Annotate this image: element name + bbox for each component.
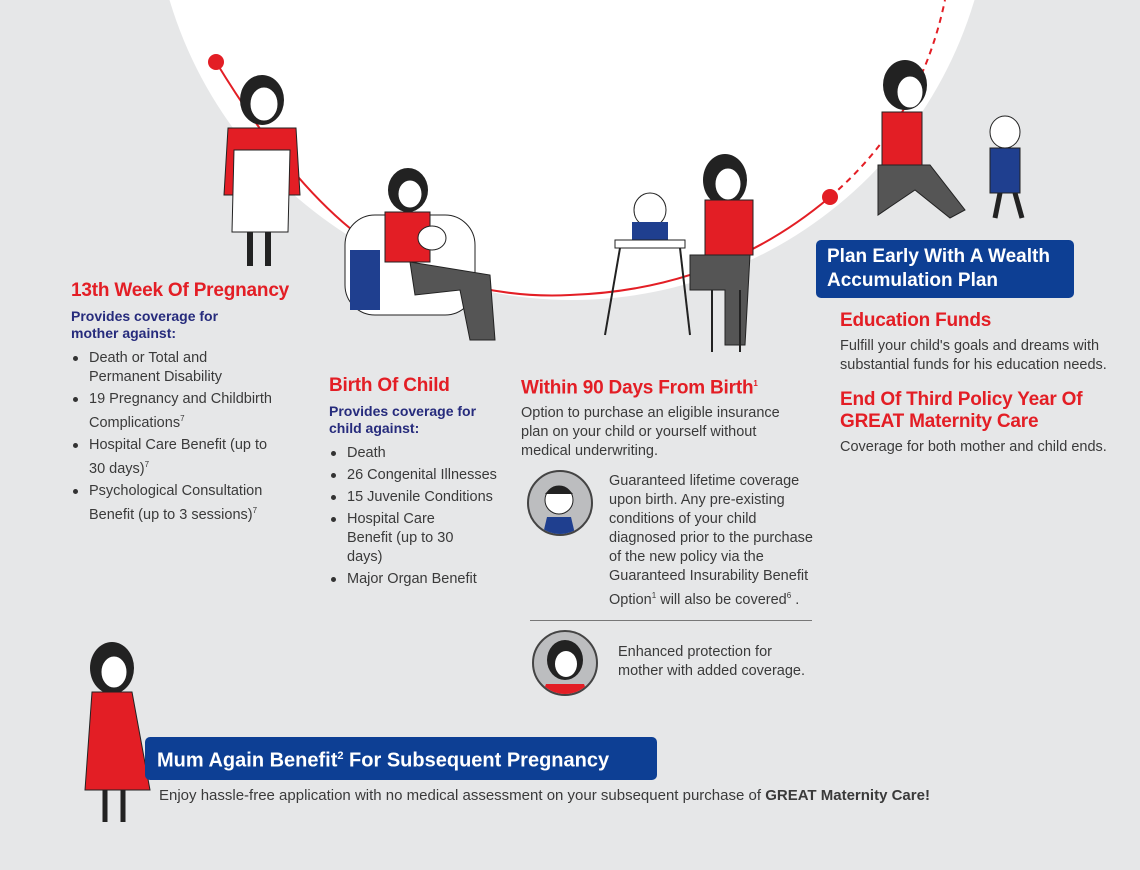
list-item: Hospital Care Benefit (up to 30 days)7 [73,436,279,479]
product-name: GREAT Maternity Care! [765,787,930,804]
banner-text: Mum Again Benefit [157,749,338,772]
body-text: Enjoy hassle-free application with no me… [159,787,766,804]
mother-feeding-baby-illustration [604,154,754,352]
pregnant-woman-red-dress-illustration [84,642,151,822]
footnote: 7 [180,414,185,423]
footnote: 2 [337,750,344,762]
pregnant-woman-illustration [223,75,301,266]
coverage-end-title: End Of Third Policy Year Of GREAT Matern… [840,389,1083,432]
stage-90-days: Within 90 Days From Birth1 Option to pur… [521,373,821,461]
note-text: Guaranteed lifetime coverage upon birth.… [609,473,813,608]
divider [530,620,812,621]
stage-birth: Birth Of Child Provides coverage for chi… [329,375,509,592]
mum-again-body: Enjoy hassle-free application with no me… [159,786,1059,805]
title-text: Within 90 Days From Birth [521,377,754,399]
list-item: 15 Juvenile Conditions [331,488,507,507]
item-text: Hospital Care Benefit (up to 30 days) [89,436,268,477]
stage-pregnancy-title: 13th Week Of Pregnancy [71,280,290,301]
footnote: 1 [651,591,657,600]
stage-pregnancy-subtitle: Provides coverage for mother against: [71,308,219,341]
wealth-plan-banner: Plan Early With A Wealth Accumulation Pl… [816,240,1074,298]
stage-education: Education Funds Fulfill your child's goa… [840,310,1110,457]
mother-coverage-list: Death or Total and Permanent Disability … [71,349,279,524]
mother-protection-note: Enhanced protection for mother with adde… [618,644,805,679]
child-coverage-list: Death 26 Congenital Illnesses 15 Juvenil… [329,444,507,589]
stage-pregnancy: 13th Week Of Pregnancy Provides coverage… [71,280,321,527]
timeline-start-dot [208,54,224,70]
mother-and-toddler-illustration [877,60,1025,219]
timeline-end-dot [822,189,838,205]
child-avatar-icon [527,470,593,536]
mother-with-newborn-illustration [344,168,496,341]
footnote: 7 [252,505,258,515]
footnote: 7 [144,459,150,469]
footnote: 6 [786,591,792,600]
footnote: 1 [753,379,758,388]
list-item: Major Organ Benefit [331,570,507,589]
stage-birth-subtitle: Provides coverage for child against: [329,403,477,436]
list-item: Death [331,444,507,463]
child-guarantee-note: Guaranteed lifetime coverage upon birth.… [609,472,819,610]
note-text: . [791,591,800,608]
mum-again-banner: Mum Again Benefit2 For Subsequent Pregna… [145,737,657,780]
item-text: 19 Pregnancy and Childbirth Complication… [89,391,272,431]
coverage-end-body: Coverage for both mother and child ends. [840,439,1107,455]
education-funds-body: Fulfill your child's goals and dreams wi… [840,338,1107,373]
item-text: Psychological Consultation Benefit (up t… [89,482,263,523]
item-text: Death or Total and Permanent Disability [89,350,222,385]
list-item: 26 Congenital Illnesses [331,466,507,485]
stage-90-days-body: Option to purchase an eligible insurance… [521,405,780,460]
mother-avatar-icon [532,630,598,696]
stage-birth-title: Birth Of Child [329,375,450,396]
list-item: Psychological Consultation Benefit (up t… [73,482,279,525]
list-item: Hospital Care Benefit (up to 30 days) [331,510,477,567]
stage-90-days-title: Within 90 Days From Birth1 [521,373,821,399]
education-funds-title: Education Funds [840,310,992,331]
list-item: Death or Total and Permanent Disability [73,349,279,387]
note-text: will also be covered [656,591,787,608]
banner-text: For Subsequent Pregnancy [343,749,610,772]
list-item: 19 Pregnancy and Childbirth Complication… [73,390,279,433]
